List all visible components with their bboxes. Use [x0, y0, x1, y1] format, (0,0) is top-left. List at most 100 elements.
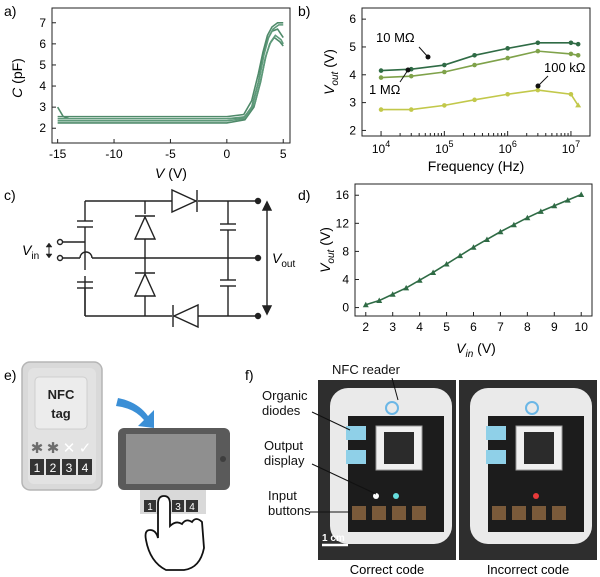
chart-d-ytick-label: 8	[342, 244, 349, 258]
panel-label-e: e)	[4, 367, 16, 383]
vout-label: Vout	[272, 250, 295, 270]
chart-b-ytick-label: 2	[349, 123, 356, 137]
chart-b-point	[472, 53, 477, 58]
chart-b-point	[408, 73, 414, 79]
nfc-tag-title: NFC	[48, 387, 75, 402]
tag-digit-1: 1	[34, 461, 41, 475]
rectifier-circuit-diagram	[45, 188, 273, 329]
chart-d-xtick-label: 4	[416, 320, 423, 334]
chart-d-point	[457, 252, 464, 259]
nfc-reader-label: NFC reader	[332, 362, 401, 377]
phone-digit-3: 3	[175, 502, 181, 513]
tag-digit-2: 2	[50, 461, 57, 475]
chart-a-series-line	[57, 24, 284, 122]
chart-b-point	[568, 40, 574, 46]
tag-symbol-2: ✱	[47, 440, 60, 457]
chart-d-point	[537, 208, 544, 214]
chart-d-xtick-label: 9	[551, 320, 558, 334]
chart-d-xtick-label: 2	[362, 320, 369, 334]
chart-a-frame	[51, 7, 291, 144]
chart-b-ytick-label: 6	[349, 12, 356, 26]
chart-d-ytick-label: 12	[336, 216, 350, 230]
panel-label-b: b)	[298, 3, 310, 19]
panel-label-c: c)	[4, 187, 16, 203]
chart-b-xtick-label: 107	[562, 139, 580, 156]
chart-b-label-dot	[535, 83, 541, 89]
chart-d-ylabel: Vout (V)	[317, 227, 337, 273]
chart-b-point	[378, 107, 384, 112]
chart-b-point	[575, 41, 581, 47]
chart-d-xtick-label: 8	[524, 320, 531, 334]
chart-d-ytick-label: 16	[336, 188, 350, 202]
chart-b-point	[505, 55, 510, 61]
chart-d-ytick-label: 4	[342, 272, 349, 286]
chart-a-ytick-label: 5	[39, 58, 46, 72]
chart-d-point	[403, 284, 410, 291]
chart-b-series-line	[381, 50, 579, 79]
arrow-icon	[116, 398, 154, 428]
chart-b-point	[568, 91, 574, 97]
chart-b-point	[442, 62, 447, 68]
panel-label-f: f)	[245, 367, 254, 383]
chart-b-series-label: 100 kΩ	[544, 60, 586, 75]
panel-label-a: a)	[4, 3, 16, 19]
chart-b-series-label: 10 MΩ	[376, 30, 415, 45]
phone-digit-1: 1	[147, 502, 153, 513]
chart-d-point	[389, 291, 396, 297]
chart-b-ytick-label: 4	[349, 68, 356, 82]
chart-b-xtick-label: 106	[498, 139, 516, 156]
hand-icon	[144, 495, 205, 571]
chart-b-point	[505, 46, 510, 51]
chart-b-series-label: 1 MΩ	[369, 82, 401, 97]
chart-b-ylabel: Vout (V)	[321, 49, 341, 95]
chart-b-frame	[361, 7, 591, 137]
scale-bar-label: 1 cm	[322, 533, 345, 544]
chart-d-point	[376, 297, 383, 304]
chart-a-series-line	[57, 21, 284, 118]
caption-incorrect-code: Incorrect code	[487, 562, 569, 577]
chart-a-ytick-label: 4	[39, 79, 46, 93]
chart-d-xtick-label: 3	[389, 320, 396, 334]
chart-d-point	[470, 244, 477, 250]
chart-d-xtick-label: 10	[575, 320, 589, 334]
chart-b-point	[535, 40, 541, 46]
chart-a-ytick-label: 6	[39, 37, 46, 51]
chart-a-xtick-label: -15	[49, 147, 67, 161]
chart-d-point	[497, 228, 504, 235]
chart-d-point	[551, 202, 558, 209]
chart-d-point	[564, 197, 571, 203]
chart-a-xtick-label: -5	[165, 147, 176, 161]
chart-b-point	[535, 48, 541, 54]
chart-a-xtick-label: -10	[105, 147, 123, 161]
chart-d-xtick-label: 7	[497, 320, 504, 334]
chart-b-ytick-label: 3	[349, 96, 356, 110]
chart-d-point	[524, 214, 531, 221]
chart-b-point	[472, 97, 477, 103]
chart-b-point	[378, 75, 384, 80]
chart-a-xlabel: V (V)	[155, 165, 187, 181]
chart-a-xtick-label: 0	[223, 147, 230, 161]
chart-d-xtick-label: 5	[443, 320, 450, 334]
chart-b-xtick-label: 105	[435, 139, 453, 156]
chart-d-point	[362, 301, 369, 308]
tag-digit-3: 3	[66, 461, 73, 475]
tag-digit-4: 4	[82, 461, 89, 475]
chart-b-point	[505, 91, 510, 97]
chart-b-series-line	[381, 41, 579, 72]
chart-a-ylabel: C (pF)	[9, 58, 25, 98]
chart-d-ytick-label: 0	[342, 301, 349, 315]
nfc-tag-illustration: NFC tag ✱ ✱ ✕ ✓ 1 2 3 4 1 3 4	[21, 361, 230, 571]
chart-b-point	[408, 107, 414, 112]
chart-b-series-line	[381, 89, 579, 111]
chart-b-point	[535, 87, 541, 93]
chart-b-label-dot	[425, 54, 431, 60]
chart-d-xtick-label: 6	[470, 320, 477, 334]
chart-d-point	[443, 261, 450, 267]
phone-digit-4: 4	[189, 502, 195, 513]
